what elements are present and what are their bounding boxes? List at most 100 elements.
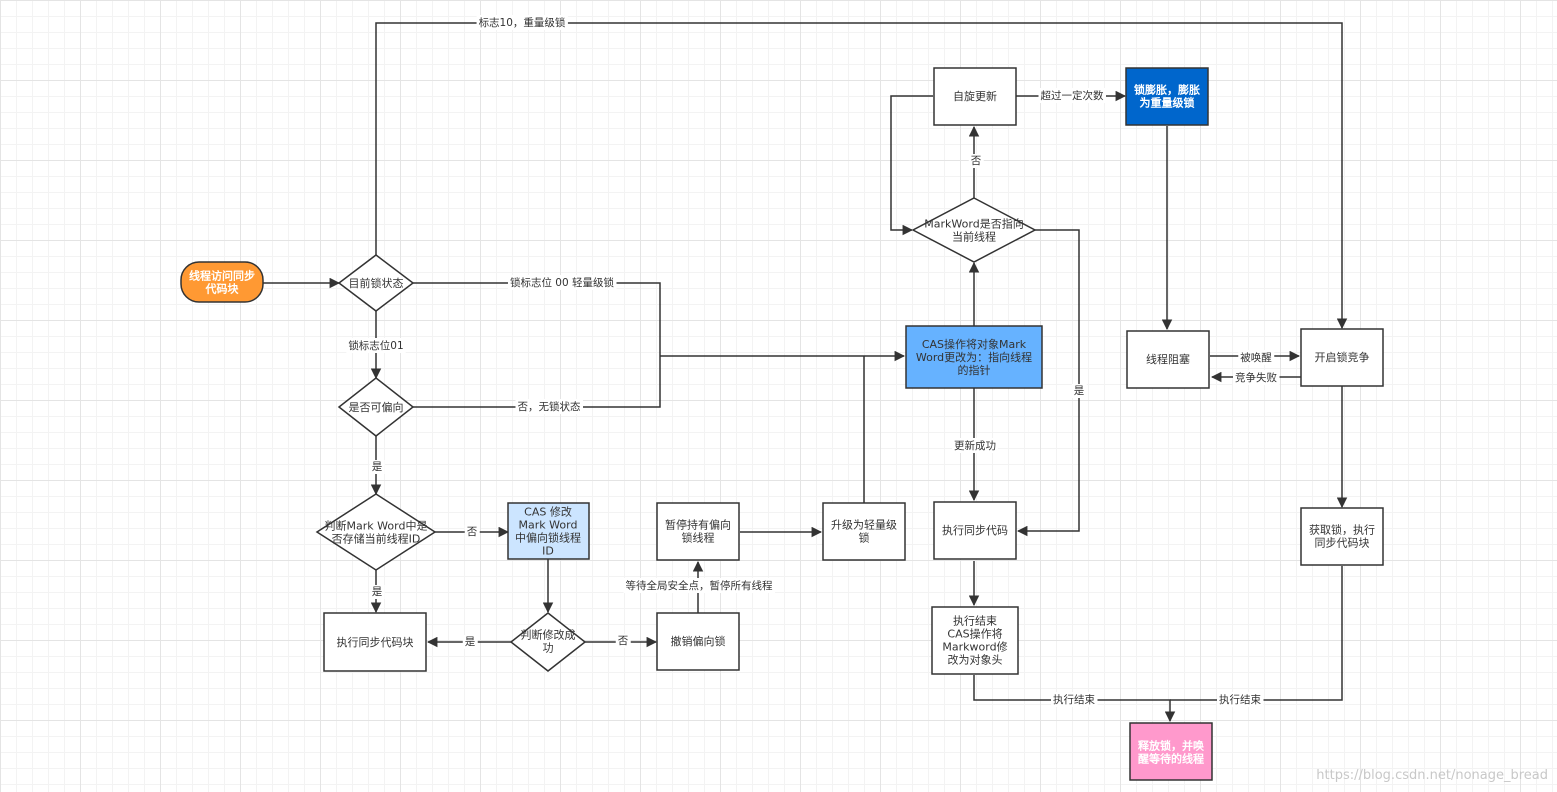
- node-text-line: 暂停持有偏向: [665, 517, 731, 531]
- node-start-compete-text: 开启锁竞争: [1315, 350, 1370, 364]
- node-text-line: 锁线程: [682, 530, 715, 544]
- node-text-line: 判断修改成: [521, 627, 576, 641]
- label-flag00-light: 锁标志位 00 轻量级锁: [510, 276, 615, 289]
- node-revoke-bias-text: 撤销偏向锁: [671, 634, 726, 648]
- node-text-line: 是否可偏向: [349, 400, 404, 414]
- edge-heavy-loop: [375, 22, 1348, 330]
- edge-label-background: [507, 275, 617, 290]
- node-lock-state-text: 目前锁状态: [349, 276, 404, 290]
- edge-label-background: [346, 338, 406, 353]
- node-text-line: MarkWord是否指向: [924, 216, 1023, 230]
- edge-label-background: [476, 15, 568, 30]
- label-no-check: 否: [467, 526, 478, 538]
- edge-label-background: [1051, 692, 1098, 707]
- node-exec-sync-left-shape[interactable]: [323, 612, 427, 672]
- label-woken: 被唤醒: [1240, 351, 1272, 364]
- node-text-line: CAS操作将对象Mark: [922, 337, 1027, 351]
- label-wait-safepoint: 等待全局安全点，暂停所有线程: [626, 579, 773, 592]
- label-exec-end-right: 执行结束: [1219, 693, 1261, 706]
- node-text-line: 线程访问同步: [189, 268, 255, 282]
- node-text-line: 锁: [859, 530, 870, 544]
- edge-label-background: [623, 578, 775, 593]
- node-revoke-bias-shape[interactable]: [656, 612, 740, 671]
- label-exec-end-left: 执行结束: [1053, 693, 1095, 706]
- node-pause-holder-shape[interactable]: [656, 502, 740, 561]
- label-no-unlocked: 否，无锁状态: [518, 400, 581, 413]
- node-check-markword-shape[interactable]: [315, 493, 437, 571]
- node-text-line: 升级为轻量级: [831, 517, 897, 531]
- edge-label-background: [968, 154, 984, 168]
- node-exec-end-cas-shape[interactable]: [931, 606, 1019, 675]
- watermark-text: https://blog.csdn.net/nonage_bread: [1316, 768, 1548, 783]
- node-biasable-text: 是否可偏向: [349, 400, 404, 414]
- node-get-lock-exec-shape[interactable]: [1300, 507, 1384, 566]
- node-release-lock-shape[interactable]: [1129, 722, 1213, 781]
- node-text-line: Word更改为：指向线程: [916, 350, 1032, 364]
- node-text-line: Markword修: [942, 639, 1007, 653]
- label-no-success: 否: [618, 635, 629, 647]
- node-start-text: 线程访问同步代码块: [189, 268, 255, 295]
- edge-label-background: [1071, 384, 1087, 398]
- edge-lockstate-light: [413, 282, 661, 356]
- node-text-line: 执行结束: [953, 613, 997, 627]
- node-judge-success-text: 判断修改成功: [521, 627, 576, 654]
- node-text-line: CAS操作将: [947, 626, 1002, 640]
- node-text-line: 自旋更新: [953, 89, 997, 103]
- label-yes-markword: 是: [1074, 385, 1085, 397]
- node-thread-block-shape[interactable]: [1126, 330, 1210, 389]
- edge-label-background: [1038, 88, 1106, 103]
- edge-markword-execmid: [1016, 229, 1080, 537]
- node-text-line: 释放锁，并唤: [1138, 738, 1204, 752]
- node-exec-sync-left-text: 执行同步代码块: [337, 635, 414, 649]
- node-text-line: 改为对象头: [948, 652, 1003, 666]
- node-lock-state-shape[interactable]: [337, 254, 415, 312]
- node-spin-update-shape[interactable]: [933, 67, 1017, 126]
- node-spin-update-text: 自旋更新: [953, 89, 997, 103]
- edge-label-background: [464, 525, 480, 539]
- node-text-line: 醒等待的线程: [1138, 751, 1204, 765]
- node-text-line: 功: [543, 641, 554, 654]
- edge-spin-loop: [890, 95, 933, 236]
- label-yes-check: 是: [372, 586, 383, 598]
- node-thread-block-text: 线程阻塞: [1146, 352, 1190, 366]
- node-inflate-shape[interactable]: [1125, 67, 1209, 126]
- edge-label-background: [1217, 692, 1264, 707]
- node-pause-holder-text: 暂停持有偏向锁线程: [665, 517, 731, 544]
- node-judge-success-shape[interactable]: [509, 612, 587, 672]
- node-text-line: 撤销偏向锁: [671, 634, 726, 648]
- node-check-markword-text: 判断Mark Word中是否存储当前线程ID: [325, 518, 428, 545]
- edge-biasable-unlocked: [413, 356, 661, 408]
- node-text-line: 同步代码块: [1315, 536, 1370, 549]
- node-get-lock-exec-text: 获取锁，执行同步代码块: [1309, 522, 1375, 549]
- node-biasable-shape[interactable]: [337, 377, 415, 437]
- node-text-line: 判断Mark Word中是: [325, 518, 428, 532]
- node-start-compete-shape[interactable]: [1300, 328, 1384, 387]
- node-upgrade-light-shape[interactable]: [822, 502, 906, 561]
- node-markword-points-shape[interactable]: [911, 197, 1037, 263]
- label-no-markword: 否: [971, 155, 982, 167]
- node-exec-sync-mid-text: 执行同步代码: [942, 523, 1008, 537]
- edge-getlock-release: [1170, 566, 1343, 701]
- node-exec-sync-mid-shape[interactable]: [933, 501, 1017, 560]
- node-text-line: 开启锁竞争: [1315, 350, 1370, 364]
- edge-label-background: [952, 438, 998, 453]
- node-markword-points-text: MarkWord是否指向当前线程: [924, 216, 1023, 243]
- edge-label-background: [1238, 350, 1275, 365]
- node-text-line: 执行同步代码块: [337, 635, 414, 649]
- node-cas-modify-bias-shape[interactable]: [507, 502, 590, 560]
- node-text-line: Mark Word: [519, 518, 578, 531]
- edge-label-background: [369, 460, 385, 474]
- node-text-line: 为重量级锁: [1140, 95, 1195, 109]
- label-update-success: 更新成功: [954, 439, 996, 452]
- label-exceed-count: 超过一定次数: [1041, 89, 1104, 102]
- node-start-shape[interactable]: [180, 261, 264, 303]
- label-flag10-heavy: 标志10，重量级锁: [479, 16, 566, 29]
- node-cas-light-shape[interactable]: [905, 325, 1043, 389]
- node-text-line: 的指针: [958, 363, 991, 377]
- edge-label-background: [369, 585, 385, 599]
- node-text-line: ID: [542, 544, 554, 557]
